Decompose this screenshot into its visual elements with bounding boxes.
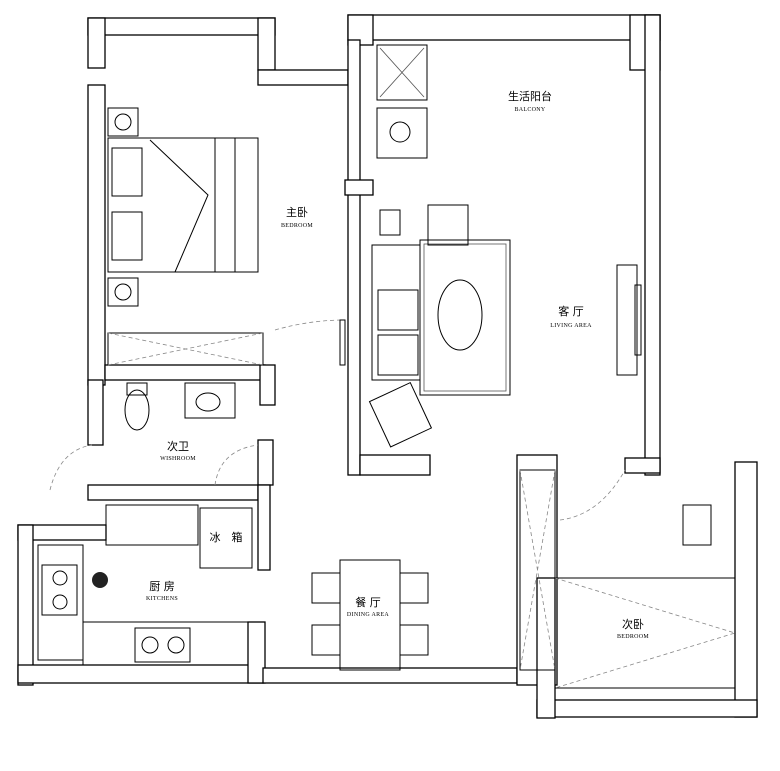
bed	[107, 107, 259, 307]
wardrobe	[107, 319, 346, 366]
balcony-fixtures	[376, 44, 428, 159]
living-label: 客 厅	[558, 304, 584, 318]
living-label-en: LIVING AREA	[550, 323, 592, 329]
kitchen-label: 厨 房	[149, 580, 175, 593]
second-bedroom-furniture	[519, 469, 737, 689]
living-furniture	[368, 204, 642, 448]
kitchen-fixtures	[37, 504, 253, 666]
second-bedroom-label: 次卧	[622, 617, 644, 631]
master-bedroom-label: 主卧	[286, 206, 308, 219]
kitchen-label-en: KITCHENS	[146, 596, 178, 602]
washroom-fixtures	[49, 382, 259, 491]
dining-table	[311, 559, 429, 671]
second-bedroom-label-en: BEDROOM	[617, 634, 649, 640]
walls	[17, 14, 758, 719]
dining-label-en: DINING AREA	[347, 612, 389, 618]
master-bedroom-label-en: BEDROOM	[281, 223, 313, 229]
balcony-label-en: BALCONY	[514, 107, 545, 113]
dining-label: 餐 厅	[355, 595, 381, 609]
fridge-label: 冰 箱	[210, 530, 243, 544]
washroom-label: 次卫	[167, 439, 189, 453]
balcony-label: 生活阳台	[508, 89, 552, 103]
washroom-label-en: WISHROOM	[160, 456, 196, 462]
